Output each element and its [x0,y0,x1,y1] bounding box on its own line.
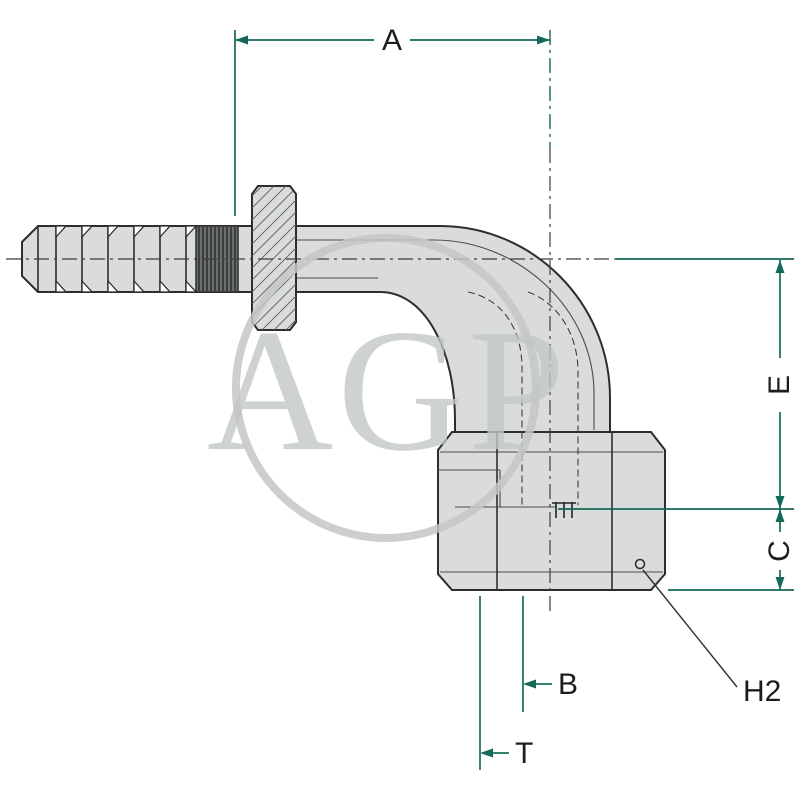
dimension-h2-label: H2 [743,675,781,708]
watermark-circle [232,234,540,542]
centerlines [6,148,616,614]
dimension-t-label: T [515,737,533,770]
dimension-e-label: E [763,375,796,395]
dimension-a-label: A [382,24,402,57]
dimension-t: T [479,596,533,770]
h2-hole [634,558,646,570]
dimension-c: C [668,509,796,591]
dimension-b-label: B [558,668,578,701]
collar-hatching [252,186,296,330]
elbow-body [21,225,611,433]
nut-outline [437,431,666,591]
elbow-wall-line [296,239,595,430]
bore-hidden-lines [467,291,579,505]
swivel-nut [437,431,666,591]
hose-barbs [55,225,198,293]
watermark: AGP [207,234,569,542]
dimension-a: A [234,24,551,216]
dimension-c-label: C [763,540,796,562]
leader-h2: H2 [642,569,781,708]
thread-marks [552,502,576,518]
dimension-e: E [558,258,796,510]
hex-collar [251,185,297,331]
watermark-text: AGP [207,293,569,487]
dimension-b: B [522,596,578,712]
